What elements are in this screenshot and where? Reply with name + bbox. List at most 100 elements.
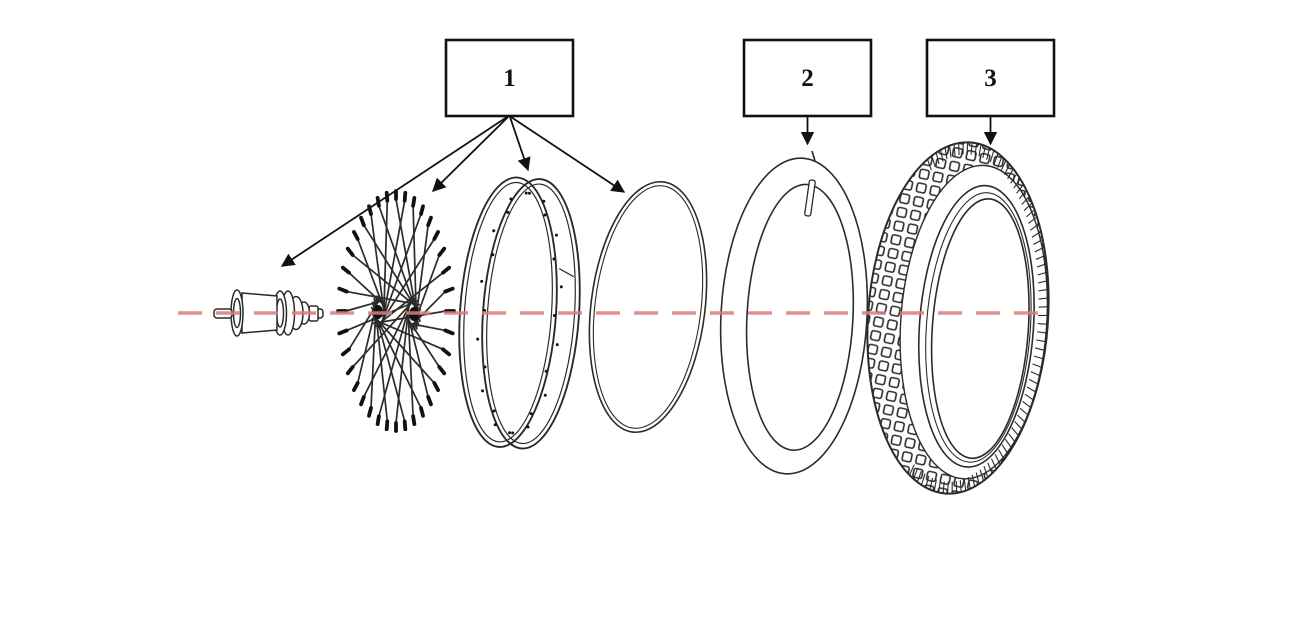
inner-tube-outer [719, 157, 869, 475]
tire-hatch-tick [970, 142, 973, 155]
callout-1-arrow-rim-band [510, 116, 626, 193]
rim-spoke-hole [552, 313, 556, 317]
tire-hatch-tick [1037, 323, 1048, 325]
spoke-nipple [426, 394, 433, 407]
spoke-nipple [337, 286, 349, 294]
spoke [409, 290, 446, 329]
tire-hatch-tick [1026, 386, 1037, 393]
spoke-nipple [441, 265, 452, 275]
tire-hatch-tick [1030, 223, 1040, 231]
tire-hatch-tick [986, 147, 991, 160]
rim-spoke-hole [544, 369, 548, 373]
tire-hatch-tick [963, 478, 967, 491]
tire-hatch-tick [1033, 355, 1044, 360]
tire-hatch-tick [1023, 202, 1033, 211]
callout-box-3 [925, 38, 1056, 118]
callout-box-1 [444, 38, 575, 118]
tire-hatch-tick [953, 144, 956, 157]
spoke [382, 200, 389, 323]
rim-spoke-hole [491, 253, 495, 257]
tire-hatch-tick [1004, 438, 1013, 449]
spoke [356, 238, 386, 312]
tire-tread-shoulder [899, 164, 1049, 480]
tire-drawing [866, 141, 1050, 495]
tire-hatch-tick [1037, 331, 1048, 334]
rim-spoke-holes [476, 191, 563, 435]
tire-hatch-tick [942, 481, 945, 494]
callout-label-2: 2 [801, 65, 814, 92]
tire-hatch-tick [1024, 393, 1034, 401]
tire-hatch-tick [1001, 444, 1009, 455]
tire-hatch-tick [989, 150, 995, 163]
tire-hatch-tick [1011, 427, 1020, 437]
tire-hatch-tick [1017, 414, 1026, 423]
spoke-nipple [402, 190, 408, 203]
rim-spoke-hole [481, 389, 485, 393]
rim-wall-front-inner [463, 181, 553, 443]
tire-hatch-tick [993, 153, 999, 165]
spoke-nipple [441, 347, 452, 357]
rim-spoke-hole [506, 210, 510, 214]
spoke-nipple [432, 230, 440, 241]
spoke-nipple [345, 365, 355, 376]
callout-label-3: 3 [984, 65, 997, 92]
rim-spoke-hole [543, 393, 547, 397]
spoke-nipple [352, 230, 360, 241]
rim-drawing [458, 176, 581, 450]
tire-hatch-tick [1000, 160, 1007, 172]
tire-hatch-tick [975, 472, 980, 485]
tire-hatch-tick [908, 464, 915, 476]
spoke [406, 306, 414, 417]
spoke [352, 297, 417, 368]
rim-spoke-hole [476, 337, 480, 341]
tire-hatch-tick [1019, 407, 1029, 416]
callout-1-arrow-spokes [432, 116, 509, 192]
tire-hatch-tick [1014, 421, 1023, 430]
tire-hatch-tick [931, 155, 936, 168]
tire-hatch-tick [997, 156, 1003, 168]
tire-hatch-tick [983, 466, 989, 478]
spoke-nipple [345, 246, 355, 257]
rim-spoke-hole [559, 285, 563, 289]
spoke-nipple [411, 414, 417, 427]
tire-hatch-tick [935, 152, 940, 165]
rim-spoke-hole [554, 233, 558, 237]
rim-spoke-hole [529, 412, 533, 416]
callout-1: 1 [280, 38, 626, 267]
tire-hatch-tick [1037, 271, 1048, 276]
spoke-nipple [340, 265, 351, 275]
tire-hatch-tick [951, 481, 953, 494]
rim-band-outer [588, 180, 708, 434]
inner-tube-inner [745, 183, 855, 451]
spoke [363, 296, 415, 398]
tire-hatch-tick [974, 143, 978, 156]
spoke [352, 254, 422, 311]
spoke [374, 272, 444, 328]
spoke-nipple [437, 365, 447, 376]
spoke-nipple [384, 419, 390, 432]
tire-hatch-tick [967, 477, 971, 489]
rim-spoke-hole [480, 279, 484, 283]
tire-hatch-tick [1018, 189, 1027, 200]
spoke [378, 298, 413, 417]
rim-spoke-hole [542, 199, 546, 203]
tire-bead-outer [917, 184, 1035, 468]
spoke-nipple [375, 414, 381, 427]
tire-hatch-tick [925, 475, 930, 488]
spoke [346, 290, 421, 306]
callout-3: 3 [925, 38, 1056, 146]
tire-sidewall-hatch [908, 142, 1049, 494]
rim-spoke-hole [543, 213, 547, 217]
tire-hatch-tick [1034, 246, 1045, 253]
rim-spoke-hole [493, 423, 497, 427]
tire-hatch-tick [929, 477, 934, 490]
callout-1-arrow-rim [509, 116, 531, 172]
spoke-nipple [359, 394, 366, 407]
rim-spoke-hole [508, 431, 512, 435]
tire-hatch-tick [1028, 378, 1039, 385]
tire-hatch-tick [1008, 433, 1016, 443]
rim-spoke-hole [511, 431, 515, 435]
tire-hatch-tick [987, 462, 993, 474]
spoke [345, 299, 384, 312]
spoke [370, 213, 386, 318]
